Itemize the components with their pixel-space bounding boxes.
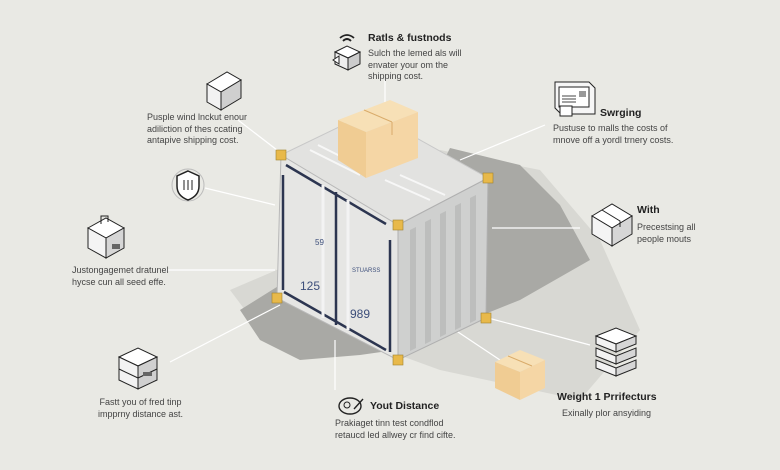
monitor-shipping-icon [554, 81, 596, 117]
small-box [495, 350, 545, 400]
text-line: shipping cost. [368, 71, 424, 81]
side-corrugation [410, 195, 476, 351]
text-line: Exinally plor ansyiding [562, 408, 652, 418]
text-line: adiliction of thes ccating [147, 123, 243, 134]
wifi-package-icon [332, 34, 362, 71]
door-code-left: 125 [300, 279, 320, 293]
callout-left-lower-text: Fastt you of fred tinp impprny distance … [98, 397, 183, 420]
door-brand: STUARSS [352, 268, 380, 274]
text-line: envater your om the [368, 59, 449, 70]
callout-top-text: Sulch the lemed als will envater your om… [368, 48, 462, 83]
text-line: mnove off a yordl trnery costs. [553, 134, 674, 145]
callout-bottom-text: Prakiaget tinn test condflod retaucd led… [335, 418, 456, 441]
callout-left-upper-text: Pusple wind lnckut enour adiliction of t… [147, 112, 247, 147]
text-line: Justongagemet dratunel [72, 265, 169, 275]
text-line: Pustuse to malls the costs of [553, 123, 668, 133]
connector-lines [165, 80, 591, 390]
text-line: hycse cun all seed effe. [72, 276, 166, 287]
text-line: Prakiaget tinn test condflod [335, 418, 444, 428]
door-frame [281, 163, 392, 352]
callout-right-mid-text: Precestsing all people mouts [637, 222, 696, 245]
callout-right-top-text: Pustuse to malls the costs of mnove off … [553, 123, 673, 146]
text-line: Precestsing all [637, 222, 696, 232]
text-line: Pusple wind lnckut enour [147, 112, 248, 122]
callout-right-lower-title: Weight 1 Prrifecturs [557, 391, 657, 403]
callout-top-title: Ratls & fustnods [368, 32, 452, 44]
door-bars [321, 185, 350, 330]
box-icon [206, 71, 242, 111]
text-line: people mouts [637, 233, 692, 244]
text-line: antapive shipping cost. [147, 135, 239, 145]
text-line: retaucd led allwey cr find cifte. [335, 429, 456, 440]
door-small-code: 59 [315, 238, 324, 247]
stacked-servers-icon [594, 327, 638, 377]
distance-route-icon [338, 397, 364, 415]
box-on-top [338, 100, 418, 178]
text-line: impprny distance ast. [98, 408, 184, 419]
door-code-right: 989 [350, 307, 370, 321]
server-box-icon [117, 347, 159, 390]
text-line: Fastt you of fred tinp [99, 397, 182, 407]
package-icon [591, 203, 633, 247]
callout-right-mid-title: With [637, 204, 660, 216]
shopping-box-icon [86, 215, 126, 259]
text-line: Sulch the lemed als will [368, 48, 462, 58]
callout-right-top-title: Swrging [600, 107, 642, 119]
corner-castings [271, 149, 494, 366]
callout-right-lower-text: Exinally plor ansyiding [562, 408, 651, 420]
shield-icon [171, 168, 205, 202]
callout-left-mid-text: Justongagemet dratunel hycse cun all see… [72, 265, 169, 288]
callout-bottom-title: Yout Distance [370, 400, 440, 412]
